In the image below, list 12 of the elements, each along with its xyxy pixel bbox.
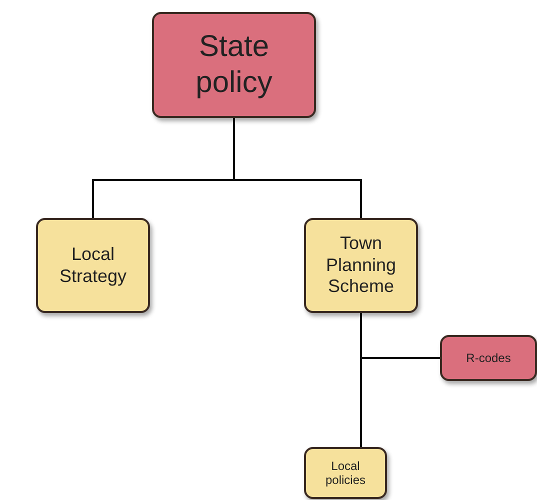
- node-label: State policy: [194, 29, 274, 101]
- node-label: Local policies: [324, 458, 367, 488]
- policy-box: [440, 335, 537, 381]
- node-label: R-codes: [465, 350, 512, 366]
- policy-box: [152, 12, 316, 118]
- connector-line: [233, 118, 362, 218]
- node-label: Town Planning Scheme: [324, 233, 398, 298]
- node-label: Local Strategy: [58, 244, 128, 288]
- planning-box: [36, 218, 150, 313]
- connector-line: [360, 313, 362, 447]
- planning-box: [304, 218, 418, 313]
- planning-box: [304, 447, 387, 499]
